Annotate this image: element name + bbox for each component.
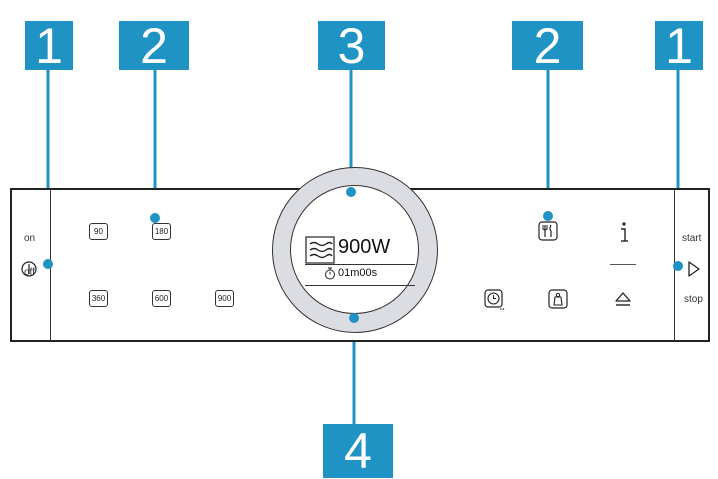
- marker-dot-2-right: [543, 211, 553, 221]
- marker-dot-1-right: [673, 261, 683, 271]
- microwave-waves-icon: [305, 236, 335, 264]
- marker-dot-1-left: [43, 259, 53, 269]
- stopwatch-icon: [325, 267, 335, 280]
- start-label: start: [682, 233, 702, 244]
- power-icon[interactable]: [20, 260, 38, 278]
- cutlery-icon[interactable]: [538, 221, 558, 241]
- marker-dot-3: [346, 187, 356, 197]
- timer-readout: 01m00s: [338, 267, 378, 279]
- clock-icon[interactable]: [484, 289, 506, 311]
- info-icon[interactable]: [617, 221, 631, 243]
- weight-icon[interactable]: [548, 289, 568, 309]
- eject-icon[interactable]: [614, 291, 632, 307]
- power-readout: 900W: [338, 236, 391, 258]
- marker-dot-2-left: [150, 213, 160, 223]
- marker-dot-4: [349, 313, 359, 323]
- power-360-button[interactable]: 360: [89, 290, 108, 307]
- power-600-button[interactable]: 600: [152, 290, 171, 307]
- callout-1-right: 1: [655, 21, 703, 71]
- power-90-button[interactable]: 90: [89, 223, 108, 240]
- power-900-button[interactable]: 900: [215, 290, 234, 307]
- info-divider: [610, 264, 636, 265]
- callout-3: 3: [318, 21, 385, 71]
- on-label: on: [24, 233, 36, 244]
- play-triangle-icon[interactable]: [686, 260, 702, 278]
- callout-4: 4: [323, 424, 393, 478]
- callout-2-left: 2: [119, 21, 189, 71]
- display-underline-bottom: [305, 285, 415, 286]
- stop-label: stop: [684, 294, 703, 305]
- callout-2-right: 2: [512, 21, 583, 71]
- callout-1-left: 1: [25, 21, 73, 71]
- power-180-button[interactable]: 180: [152, 223, 171, 240]
- display-underline-top: [305, 264, 415, 265]
